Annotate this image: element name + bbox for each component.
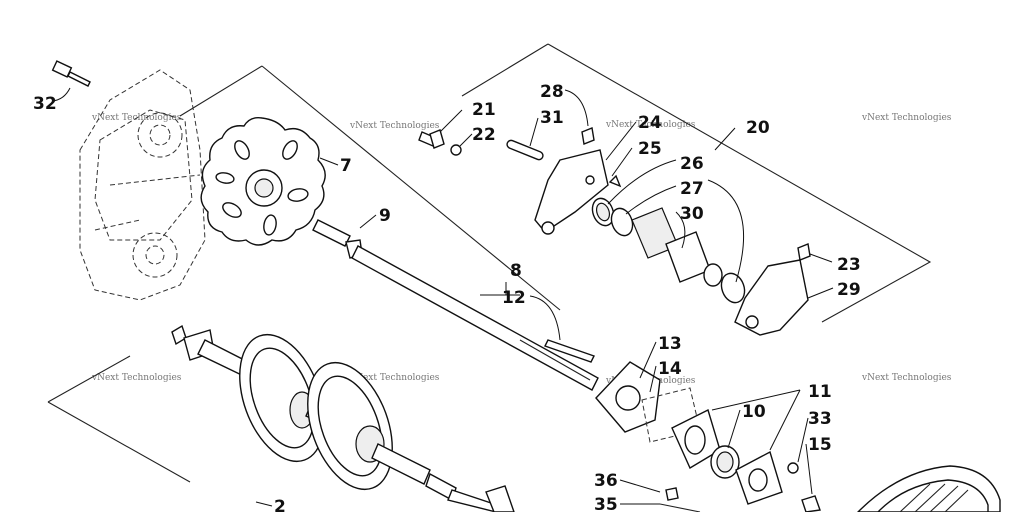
callout-29: 29 — [837, 280, 861, 300]
callout-13: 13 — [658, 334, 682, 354]
callout-11: 11 — [808, 382, 832, 402]
callout-30: 30 — [680, 204, 704, 224]
callout-31: 31 — [540, 108, 564, 128]
callout-33: 33 — [808, 409, 832, 429]
assembly-panels — [47, 43, 932, 483]
callout-2: 2 — [274, 497, 286, 512]
track-sprocket-2 — [171, 324, 515, 512]
wheel-15 — [857, 465, 1001, 512]
watermark: vNext Technologies — [605, 120, 696, 130]
brake-caliper-group — [418, 127, 811, 336]
callout-8: 8 — [510, 261, 522, 281]
watermark: vNext Technologies — [349, 373, 440, 383]
callout-26: 26 — [680, 154, 704, 174]
watermark: vNext Technologies — [91, 373, 182, 383]
driveshaft-9 — [312, 219, 599, 391]
chaincase-housing — [79, 69, 206, 301]
callout-25: 25 — [638, 139, 662, 159]
callout-labels: 32 7 9 21 22 31 28 24 25 26 27 30 20 23 … — [33, 82, 861, 512]
callout-23: 23 — [837, 255, 861, 275]
callout-27: 27 — [680, 179, 704, 199]
callout-10: 10 — [742, 402, 766, 422]
hardware-35-36 — [659, 487, 701, 512]
callout-35: 35 — [594, 495, 618, 512]
callout-9: 9 — [379, 206, 391, 226]
watermark: vNext Technologies — [349, 121, 440, 131]
callout-21: 21 — [472, 100, 496, 120]
callout-14: 14 — [658, 359, 682, 379]
key-12 — [544, 339, 595, 363]
callout-7: 7 — [340, 156, 352, 176]
callout-15: 15 — [808, 435, 832, 455]
bearing-flange-group — [595, 361, 821, 512]
callout-22: 22 — [472, 125, 496, 145]
callout-20: 20 — [746, 118, 770, 138]
callout-24: 24 — [638, 113, 662, 133]
callout-36: 36 — [594, 471, 618, 491]
callout-28: 28 — [540, 82, 564, 102]
callout-12: 12 — [502, 288, 526, 308]
watermark: vNext Technologies — [861, 373, 952, 383]
leader-lines — [51, 87, 834, 507]
bolt-32 — [51, 60, 91, 87]
brake-disc-7 — [200, 116, 326, 246]
callout-32: 32 — [33, 94, 57, 114]
watermark: vNext Technologies — [861, 113, 952, 123]
